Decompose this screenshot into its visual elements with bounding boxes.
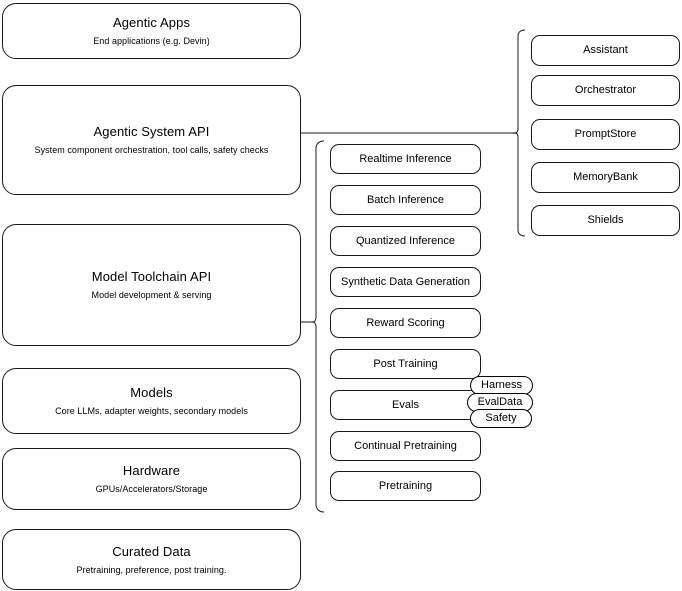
chip-label: Continual Pretraining: [354, 439, 457, 452]
pill-label: Harness: [481, 379, 522, 391]
stack-layer-subtitle: Core LLMs, adapter weights, secondary mo…: [55, 406, 248, 416]
stack-layer-subtitle: System component orchestration, tool cal…: [34, 145, 269, 155]
chip-label: Orchestrator: [574, 84, 637, 96]
stack-layer-title: Agentic System API: [93, 124, 210, 139]
toolchain-item-reward-scoring[interactable]: Reward Scoring: [330, 308, 481, 338]
toolchain-item-synthetic-data-generation[interactable]: Synthetic Data Generation: [330, 267, 481, 297]
pill-label: EvalData: [477, 396, 523, 408]
system-component-assistant[interactable]: Assistant: [531, 35, 680, 66]
chip-label: Quantized Inference: [355, 234, 456, 247]
chip-label: PromptStore: [574, 128, 637, 140]
evals-subitem-evaldata[interactable]: EvalData: [467, 393, 533, 412]
evals-subitem-safety[interactable]: Safety: [470, 409, 532, 428]
toolchain-item-pretraining[interactable]: Pretraining: [330, 471, 481, 501]
stack-layer-subtitle: Model development & serving: [91, 290, 212, 300]
stack-layer-title: Models: [130, 385, 173, 400]
stack-layer-model-toolchain-api[interactable]: Model Toolchain API Model development & …: [2, 224, 301, 346]
chip-label: Pretraining: [378, 479, 433, 492]
toolchain-item-evals[interactable]: Evals: [330, 390, 481, 420]
chip-label: Evals: [392, 398, 419, 411]
toolchain-item-realtime-inference[interactable]: Realtime Inference: [330, 144, 481, 174]
chip-label: Realtime Inference: [359, 152, 452, 165]
system-component-promptstore[interactable]: PromptStore: [531, 119, 680, 150]
chip-label: Batch Inference: [366, 193, 445, 206]
stack-layer-agentic-apps[interactable]: Agentic Apps End applications (e.g. Devi…: [2, 3, 301, 59]
stack-layer-title: Agentic Apps: [112, 15, 191, 30]
toolchain-item-post-training[interactable]: Post Training: [330, 349, 481, 379]
stack-layer-title: Model Toolchain API: [91, 269, 212, 284]
stack-layer-subtitle: Pretraining, preference, post training.: [76, 564, 227, 575]
stack-layer-title: Curated Data: [112, 543, 191, 559]
toolchain-item-quantized-inference[interactable]: Quantized Inference: [330, 226, 481, 256]
chip-label: Assistant: [583, 44, 628, 56]
chip-label: Synthetic Data Generation: [340, 275, 471, 288]
system-component-shields[interactable]: Shields: [531, 205, 680, 236]
stack-layer-title: Hardware: [122, 463, 181, 478]
chip-label: Shields: [587, 214, 624, 226]
toolchain-item-continual-pretraining[interactable]: Continual Pretraining: [330, 431, 481, 461]
chip-label: MemoryBank: [573, 171, 638, 183]
stack-layer-agentic-system-api[interactable]: Agentic System API System component orch…: [2, 85, 301, 195]
system-component-memorybank[interactable]: MemoryBank: [531, 162, 680, 193]
stack-layer-subtitle: End applications (e.g. Devin): [93, 36, 210, 46]
chip-label: Post Training: [373, 357, 438, 370]
stack-layer-subtitle: GPUs/Accelerators/Storage: [95, 484, 208, 494]
stack-layer-models[interactable]: Models Core LLMs, adapter weights, secon…: [2, 368, 301, 434]
toolchain-item-batch-inference[interactable]: Batch Inference: [330, 185, 481, 215]
system-component-orchestrator[interactable]: Orchestrator: [531, 75, 680, 106]
stack-layer-curated-data[interactable]: Curated Data Pretraining, preference, po…: [2, 529, 301, 590]
stack-layer-hardware[interactable]: Hardware GPUs/Accelerators/Storage: [2, 448, 301, 510]
pill-label: Safety: [485, 412, 517, 424]
chip-label: Reward Scoring: [366, 316, 445, 329]
